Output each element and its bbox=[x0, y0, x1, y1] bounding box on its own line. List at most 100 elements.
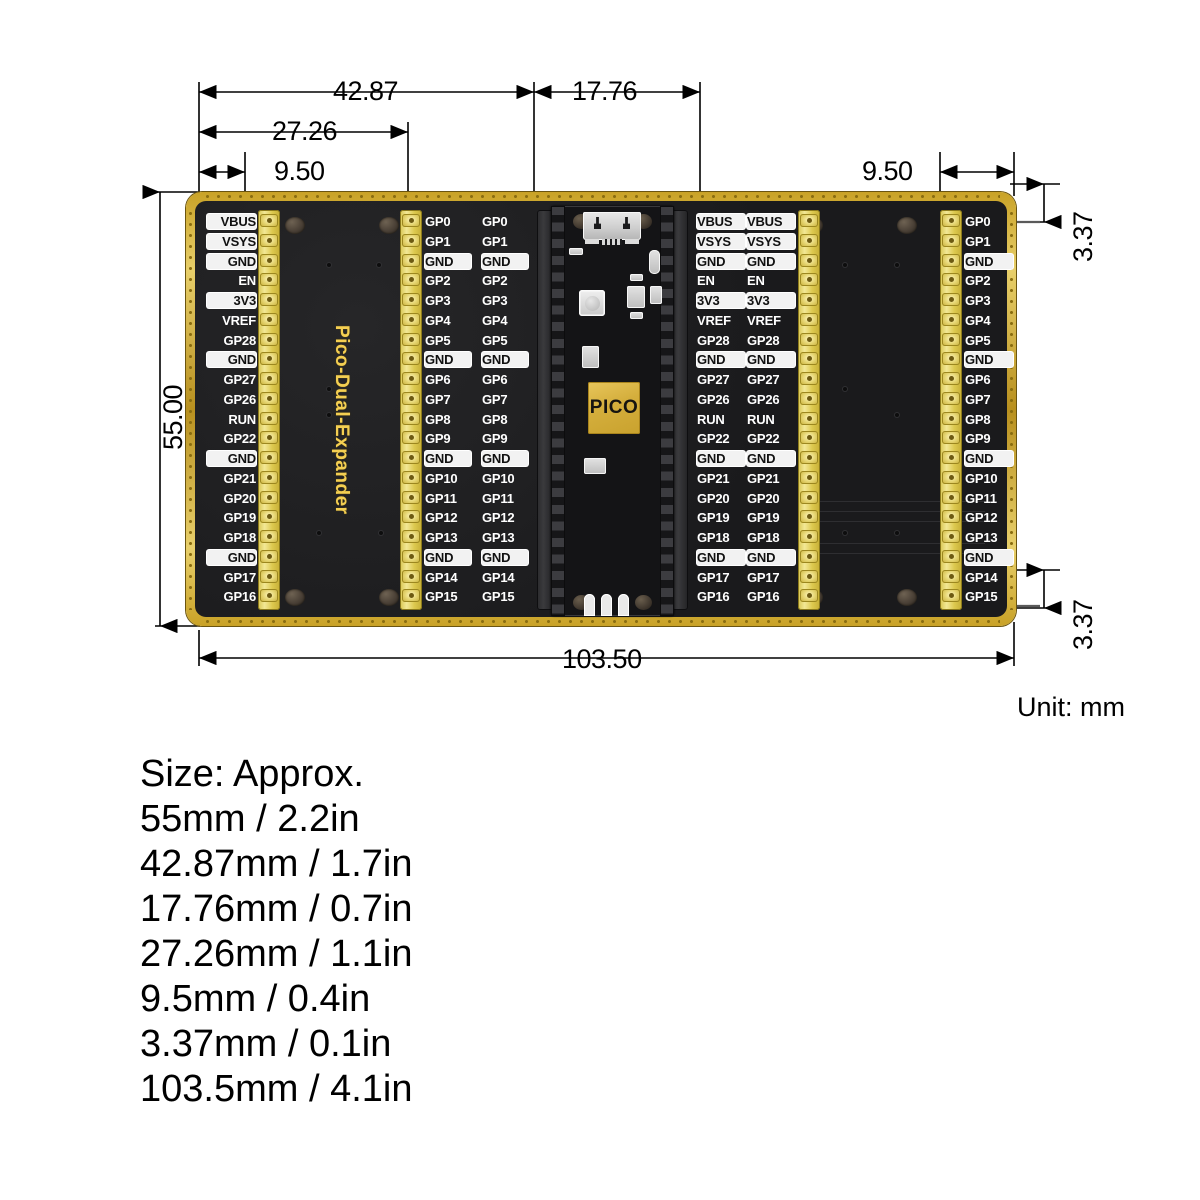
header-pin[interactable] bbox=[260, 569, 278, 583]
header-pin[interactable] bbox=[402, 214, 420, 227]
mounting-hole bbox=[897, 217, 917, 234]
header-pin[interactable] bbox=[402, 549, 420, 563]
header-pico-right-rail[interactable] bbox=[672, 210, 688, 610]
header-pin[interactable] bbox=[942, 549, 960, 563]
pin-label: GP17 bbox=[747, 569, 780, 585]
header-pin[interactable] bbox=[260, 431, 278, 445]
header-pin[interactable] bbox=[800, 233, 818, 247]
header-center-left[interactable] bbox=[400, 210, 422, 610]
header-pin[interactable] bbox=[942, 470, 960, 484]
header-pin[interactable] bbox=[800, 569, 818, 583]
header-pin[interactable] bbox=[800, 214, 818, 227]
pin-label: RUN bbox=[697, 411, 725, 427]
header-pin[interactable] bbox=[260, 253, 278, 267]
pin-label: GP1 bbox=[482, 233, 508, 249]
header-pin[interactable] bbox=[260, 293, 278, 306]
header-pin[interactable] bbox=[260, 214, 278, 227]
smd-component bbox=[650, 286, 662, 304]
header-pin[interactable] bbox=[260, 372, 278, 385]
header-pin[interactable] bbox=[942, 273, 960, 287]
header-center-right[interactable] bbox=[798, 210, 820, 610]
pin-label: GP15 bbox=[425, 589, 458, 605]
header-pin[interactable] bbox=[402, 391, 420, 405]
header-pin[interactable] bbox=[942, 490, 960, 504]
header-pin[interactable] bbox=[260, 589, 278, 603]
header-pin[interactable] bbox=[942, 214, 960, 227]
header-pin[interactable] bbox=[260, 411, 278, 425]
header-pin[interactable] bbox=[942, 411, 960, 425]
header-pin[interactable] bbox=[800, 470, 818, 484]
header-pin[interactable] bbox=[402, 569, 420, 583]
header-pin[interactable] bbox=[942, 530, 960, 543]
header-pin[interactable] bbox=[260, 273, 278, 287]
pin-label: GP13 bbox=[425, 530, 458, 545]
header-pin[interactable] bbox=[800, 530, 818, 543]
header-pin[interactable] bbox=[402, 273, 420, 287]
header-pin[interactable] bbox=[402, 352, 420, 366]
header-pin[interactable] bbox=[800, 589, 818, 603]
smd-component bbox=[630, 274, 643, 281]
header-pin[interactable] bbox=[402, 372, 420, 385]
header-pin[interactable] bbox=[260, 352, 278, 366]
header-pin[interactable] bbox=[402, 490, 420, 504]
header-pin[interactable] bbox=[800, 312, 818, 326]
header-pin[interactable] bbox=[942, 233, 960, 247]
header-pin[interactable] bbox=[402, 530, 420, 543]
header-pin[interactable] bbox=[260, 233, 278, 247]
header-pin[interactable] bbox=[260, 312, 278, 326]
header-pin[interactable] bbox=[260, 391, 278, 405]
header-pin[interactable] bbox=[942, 332, 960, 346]
header-pin[interactable] bbox=[402, 589, 420, 603]
header-pin[interactable] bbox=[800, 391, 818, 405]
header-pin[interactable] bbox=[942, 569, 960, 583]
header-pin[interactable] bbox=[942, 352, 960, 366]
header-pin[interactable] bbox=[402, 451, 420, 464]
pin-label: GND bbox=[747, 352, 795, 368]
header-pin[interactable] bbox=[402, 332, 420, 346]
header-pin[interactable] bbox=[800, 549, 818, 563]
header-pin[interactable] bbox=[402, 253, 420, 267]
header-pin[interactable] bbox=[800, 293, 818, 306]
pin-label: 3V3 bbox=[207, 293, 256, 308]
header-pin[interactable] bbox=[800, 411, 818, 425]
header-pin[interactable] bbox=[800, 253, 818, 267]
header-pin[interactable] bbox=[800, 431, 818, 445]
pico-pin-rail-left bbox=[551, 206, 565, 616]
header-pin[interactable] bbox=[260, 549, 278, 563]
header-pin[interactable] bbox=[942, 253, 960, 267]
header-pin[interactable] bbox=[402, 312, 420, 326]
header-pin[interactable] bbox=[402, 293, 420, 306]
header-pin[interactable] bbox=[260, 332, 278, 346]
header-pin[interactable] bbox=[260, 530, 278, 543]
header-pin[interactable] bbox=[260, 451, 278, 464]
header-pin[interactable] bbox=[402, 510, 420, 524]
header-pin[interactable] bbox=[800, 510, 818, 524]
header-pin[interactable] bbox=[800, 451, 818, 464]
header-pin[interactable] bbox=[402, 411, 420, 425]
header-pin[interactable] bbox=[402, 233, 420, 247]
header-pin[interactable] bbox=[260, 490, 278, 504]
header-pin[interactable] bbox=[800, 332, 818, 346]
header-right-outer[interactable] bbox=[940, 210, 962, 610]
header-pin[interactable] bbox=[260, 470, 278, 484]
header-pin[interactable] bbox=[800, 372, 818, 385]
header-pin[interactable] bbox=[942, 372, 960, 385]
header-pin[interactable] bbox=[942, 589, 960, 603]
bootsel-button[interactable] bbox=[579, 290, 605, 316]
header-pin[interactable] bbox=[402, 470, 420, 484]
header-pico-left-rail[interactable] bbox=[537, 210, 553, 610]
header-pin[interactable] bbox=[800, 273, 818, 287]
header-pin[interactable] bbox=[800, 490, 818, 504]
header-pin[interactable] bbox=[800, 352, 818, 366]
header-pin[interactable] bbox=[942, 451, 960, 464]
header-pin[interactable] bbox=[942, 510, 960, 524]
pin-label: GP1 bbox=[425, 233, 451, 249]
header-pin[interactable] bbox=[260, 510, 278, 524]
smd-component bbox=[630, 312, 643, 319]
header-pin[interactable] bbox=[942, 431, 960, 445]
header-pin[interactable] bbox=[942, 391, 960, 405]
header-pin[interactable] bbox=[402, 431, 420, 445]
header-left-outer[interactable] bbox=[258, 210, 280, 610]
header-pin[interactable] bbox=[942, 293, 960, 306]
header-pin[interactable] bbox=[942, 312, 960, 326]
